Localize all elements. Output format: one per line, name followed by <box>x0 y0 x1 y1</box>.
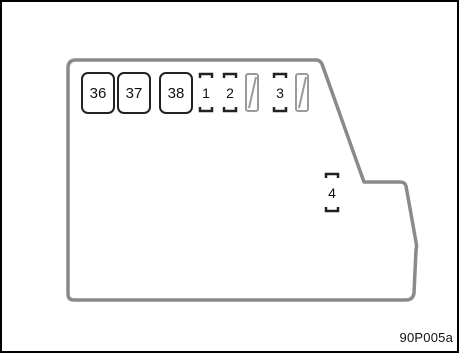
fuse-37-outline <box>117 72 151 114</box>
fuse-1-label: 1 <box>202 85 210 101</box>
fuse-38-outline <box>159 72 193 114</box>
fuse-slot-unused-1-outline <box>245 73 259 112</box>
fuse-slot-unused-2-outline <box>295 73 309 112</box>
figure-code: 90P005a <box>399 330 453 345</box>
fuse-1-bracket <box>198 72 214 113</box>
fuse-36-outline <box>81 72 115 114</box>
fuse-3: 3 <box>272 72 288 113</box>
fuse-37-label: 37 <box>126 85 143 102</box>
fuse-4-label: 4 <box>328 185 336 201</box>
fuse-slot-unused-1-slash <box>248 76 257 109</box>
fuse-36: 36 <box>81 72 115 114</box>
fuse-36-label: 36 <box>90 85 107 102</box>
fuse-3-label: 3 <box>276 85 284 101</box>
fuse-4-bracket <box>324 172 340 213</box>
fuse-37: 37 <box>117 72 151 114</box>
fuse-slot-unused-2-slash <box>298 76 307 109</box>
fuse-2: 2 <box>222 72 238 113</box>
fuse-2-label: 2 <box>226 85 234 101</box>
fuse-38-label: 38 <box>168 85 185 102</box>
fuse-4: 4 <box>324 172 340 213</box>
fuse-slot-unused-1 <box>245 73 259 112</box>
fuse-box-outline <box>66 58 419 302</box>
fuse-3-bracket <box>272 72 288 113</box>
fuse-slot-unused-2 <box>295 73 309 112</box>
fuse-38: 38 <box>159 72 193 114</box>
fuse-2-bracket <box>222 72 238 113</box>
fuse-1: 1 <box>198 72 214 113</box>
